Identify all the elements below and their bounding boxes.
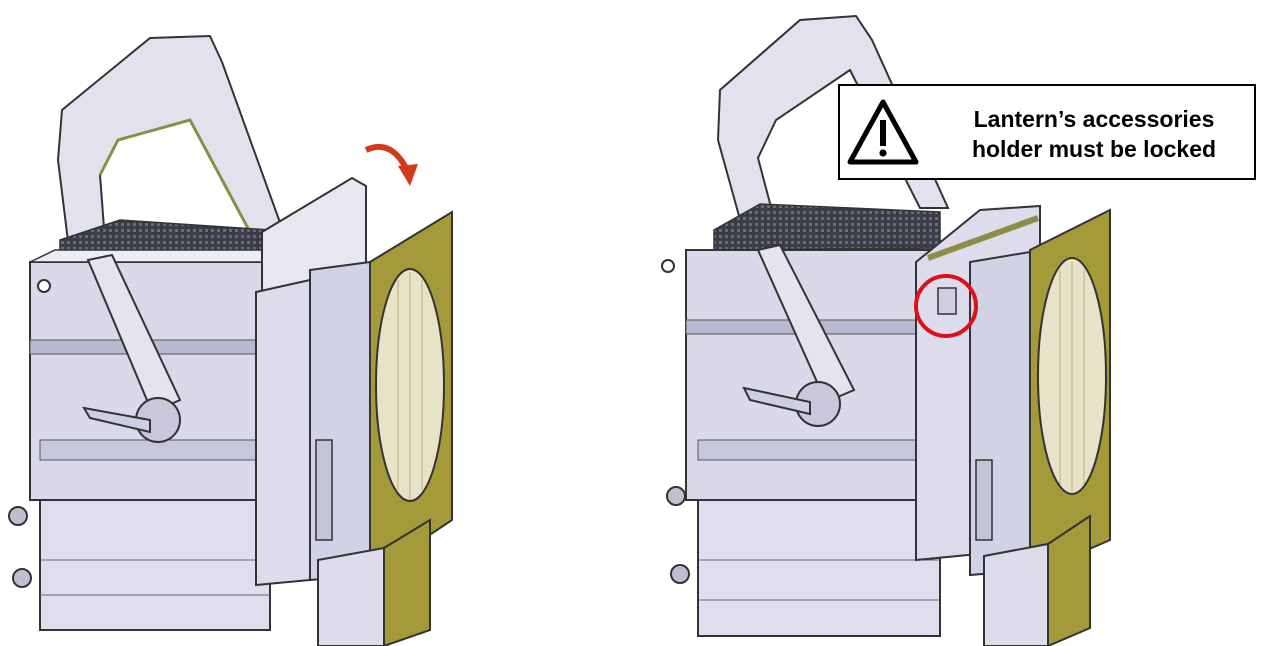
- rotate-arrow-icon: [364, 143, 418, 186]
- warning-text: Lantern’s accessories holder must be loc…: [938, 104, 1250, 164]
- warning-line-1: Lantern’s accessories: [973, 106, 1215, 132]
- warning-line-2: holder must be locked: [971, 136, 1217, 162]
- warning-callout: Lantern’s accessories holder must be loc…: [838, 84, 1256, 180]
- lock-highlight-circle: [914, 274, 978, 338]
- warning-triangle-icon: [847, 99, 919, 165]
- lantern-open-illustration: [0, 0, 470, 646]
